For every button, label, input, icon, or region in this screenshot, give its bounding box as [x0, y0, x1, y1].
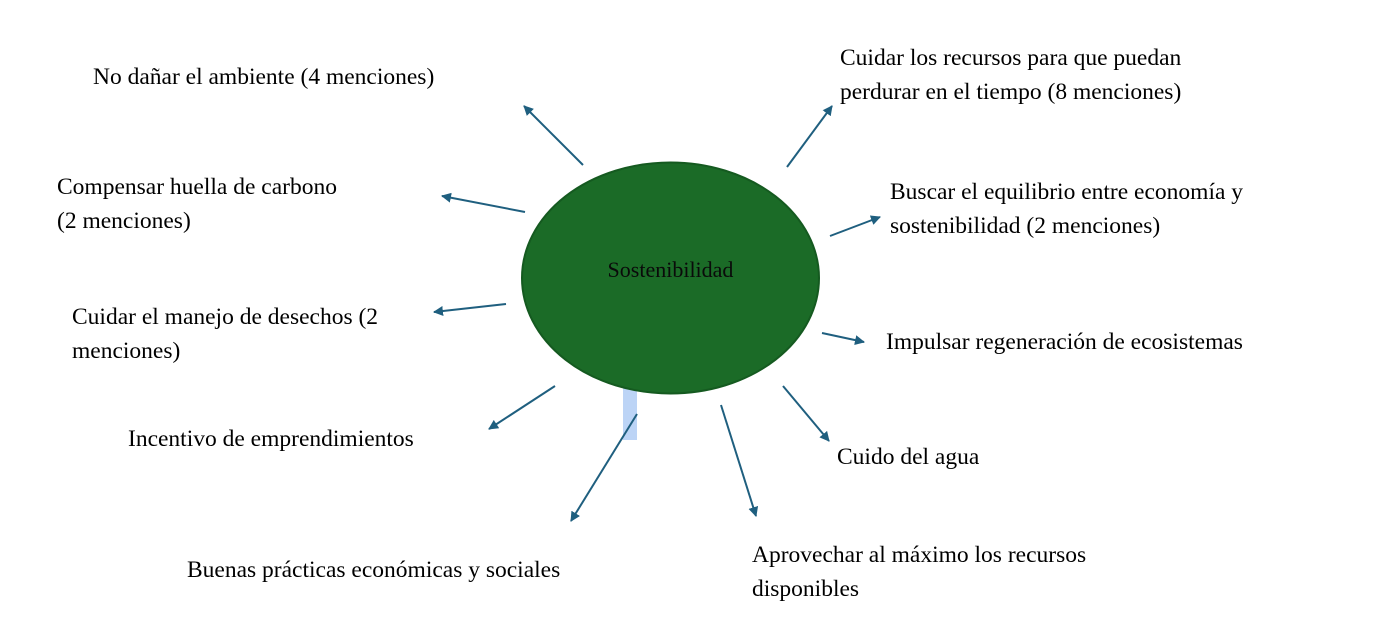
node-cuidar-recursos: Cuidar los recursos para que puedan perd…: [840, 41, 1181, 109]
arrow-compensar-huella: [441, 192, 526, 213]
node-text-line: perdurar en el tiempo (8 menciones): [840, 79, 1182, 105]
arrow-aprovechar: [720, 404, 759, 517]
node-text-line: Incentivo de emprendimientos: [128, 426, 414, 452]
node-text-line: Aprovechar al máximo los recursos: [752, 542, 1087, 568]
center-label: Sostenibilidad: [607, 257, 734, 282]
node-text-line: Cuido del agua: [837, 444, 980, 470]
node-regeneracion: Impulsar regeneración de ecosistemas: [886, 325, 1243, 359]
node-text-line: Buscar el equilibrio entre economía y: [890, 179, 1244, 205]
node-text-line: Cuidar los recursos para que puedan: [840, 45, 1182, 71]
node-emprendimientos: Incentivo de emprendimientos: [128, 422, 414, 456]
selection-highlight: [623, 388, 637, 440]
node-text-line: menciones): [72, 338, 181, 364]
arrow-no-danar: [523, 105, 584, 166]
arrow-buenas-practicas: [570, 413, 638, 522]
node-aprovechar: Aprovechar al máximo los recursos dispon…: [752, 538, 1086, 606]
center-ellipse: [521, 161, 820, 395]
node-buscar-equilibrio: Buscar el equilibrio entre economía y so…: [890, 175, 1243, 243]
arrow-manejo-desechos: [433, 303, 507, 316]
arrow-buscar-equilibrio: [829, 215, 881, 237]
node-compensar-huella: Compensar huella de carbono (2 menciones…: [57, 170, 337, 238]
node-text-line: No dañar el ambiente (4 menciones): [93, 64, 435, 90]
node-text-line: (2 menciones): [57, 208, 191, 234]
node-text-line: disponibles: [752, 576, 860, 602]
node-text-line: Compensar huella de carbono: [57, 174, 337, 200]
node-text-line: Impulsar regeneración de ecosistemas: [886, 329, 1243, 355]
node-text-line: Buenas prácticas económicas y sociales: [187, 557, 561, 583]
node-buenas-practicas: Buenas prácticas económicas y sociales: [187, 553, 560, 587]
node-text-line: sostenibilidad (2 menciones): [890, 213, 1161, 239]
arrow-agua: [782, 385, 830, 442]
node-agua: Cuido del agua: [837, 440, 979, 474]
arrow-regeneracion: [821, 332, 865, 346]
arrow-cuidar-recursos: [786, 105, 833, 168]
node-manejo-desechos: Cuidar el manejo de desechos (2 mencione…: [72, 300, 378, 368]
arrow-emprendimientos: [488, 385, 556, 430]
node-no-danar: No dañar el ambiente (4 menciones): [93, 60, 434, 94]
node-text-line: Cuidar el manejo de desechos (2: [72, 304, 379, 330]
